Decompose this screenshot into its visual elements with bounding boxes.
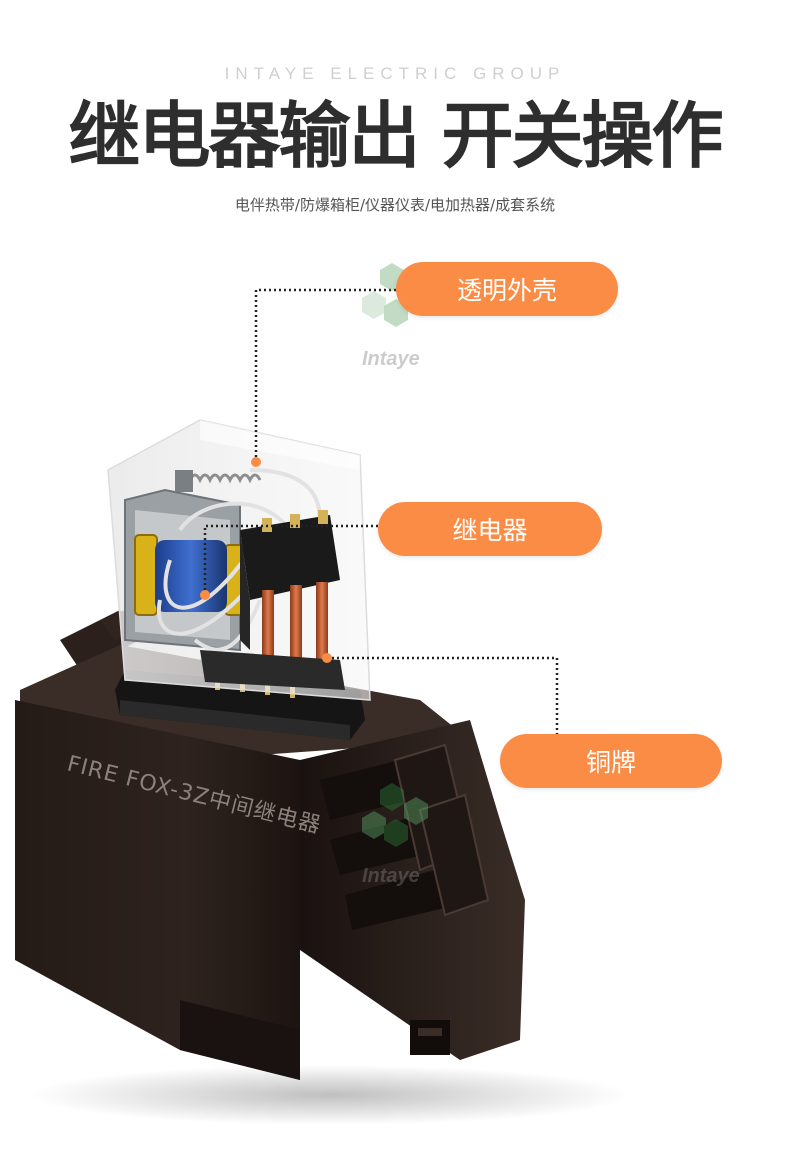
marker-dot-housing	[251, 457, 261, 467]
svg-text:Intaye: Intaye	[362, 348, 420, 370]
application-list: 电伴热带/防爆箱柜/仪器仪表/电加热器/成套系统	[234, 196, 556, 214]
callout-transparent-housing: 透明外壳	[396, 262, 618, 316]
callout-label: 继电器	[452, 516, 528, 545]
marker-dot-relay	[200, 590, 210, 600]
hexagon-logo-icon	[362, 783, 428, 847]
watermark-bottom: Intaye	[362, 783, 428, 887]
relay-body	[107, 419, 371, 740]
relay-illustration: FIRE FOX-3Z中间继电器	[15, 263, 630, 1125]
callout-copper-plate: 铜牌	[500, 734, 722, 788]
callout-leaders	[203, 288, 559, 734]
copper-contacts	[262, 582, 328, 680]
floor-shadow	[30, 1065, 630, 1125]
callout-label: 透明外壳	[456, 276, 557, 305]
callout-label: 铜牌	[585, 748, 636, 777]
svg-text:Intaye: Intaye	[362, 865, 420, 887]
spring	[188, 473, 262, 484]
marker-dot-copper	[322, 653, 332, 663]
brand-tagline: INTAYE ELECTRIC GROUP	[224, 64, 566, 83]
page-title: 继电器输出 开关操作	[68, 94, 723, 178]
callout-relay: 继电器	[378, 502, 602, 556]
